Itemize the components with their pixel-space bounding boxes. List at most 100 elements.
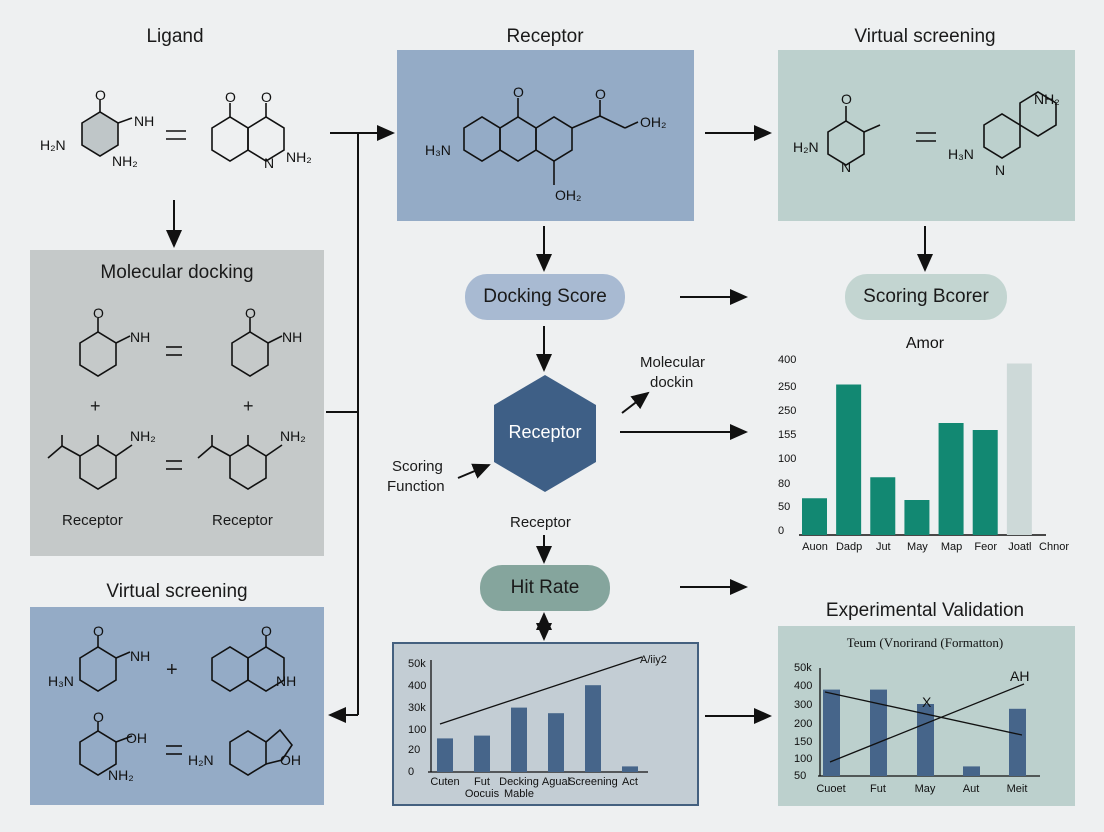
x-tick-label: Jut xyxy=(876,541,891,553)
receptor-right-label: Receptor xyxy=(212,512,273,529)
svg-text:N: N xyxy=(264,155,274,171)
x-tick-label: Aut xyxy=(963,783,980,795)
svg-text:O: O xyxy=(95,87,106,103)
receptor-panel xyxy=(397,50,694,221)
x-tick-label: Feor xyxy=(974,541,997,553)
svg-text:H₃N: H₃N xyxy=(948,146,974,162)
svg-text:NH₂: NH₂ xyxy=(280,428,306,444)
x-tick-label: Act xyxy=(622,776,638,788)
y-tick-label: 150 xyxy=(794,736,812,748)
svg-text:OH: OH xyxy=(280,752,301,768)
experimental-validation-title: Experimental Validation xyxy=(825,600,1025,621)
x-tick-label: Agual xyxy=(542,776,570,788)
svg-text:NH: NH xyxy=(130,648,150,664)
molecule-drawings xyxy=(47,91,1057,776)
y-tick-label: 300 xyxy=(794,699,812,711)
svg-text:NH: NH xyxy=(282,329,302,345)
bar xyxy=(870,689,887,776)
bar xyxy=(802,498,827,535)
x-tick-label: Oocuis xyxy=(465,788,500,800)
bar xyxy=(904,500,930,535)
svg-text:NH₂: NH₂ xyxy=(286,149,312,165)
y-tick-label: 100 xyxy=(794,753,812,765)
bar xyxy=(1006,363,1032,535)
line-ah xyxy=(829,683,1025,763)
scoring-label-1: Scoring xyxy=(392,458,443,475)
molecular-docking-panel xyxy=(30,250,324,556)
molecular-docking-title: Molecular docking xyxy=(100,262,254,283)
y-tick-label: 50k xyxy=(794,662,812,674)
svg-text:N: N xyxy=(995,162,1005,178)
x-tick-label: May xyxy=(907,541,928,553)
y-tick-label: 0 xyxy=(408,766,414,778)
bar xyxy=(585,685,601,772)
y-tick-label: 50k xyxy=(408,658,426,670)
ligand-title: Ligand xyxy=(146,26,204,47)
svg-text:NH: NH xyxy=(134,113,154,129)
docking-score-pill: Docking Score xyxy=(465,274,625,320)
bar xyxy=(511,707,527,772)
svg-text:OH: OH xyxy=(126,730,147,746)
y-tick-label: 400 xyxy=(778,354,796,366)
svg-text:N: N xyxy=(841,159,851,175)
y-tick-label: 80 xyxy=(778,478,790,490)
y-tick-label: 250 xyxy=(778,381,796,393)
svg-text:NH: NH xyxy=(276,673,296,689)
x-tick-label: Cuten xyxy=(430,776,459,788)
line-label-x: X xyxy=(922,694,932,710)
x-tick-label: Map xyxy=(941,541,962,553)
trend-line xyxy=(439,656,643,725)
chart-title: Teum (Vnorirand (Formatton) xyxy=(847,635,1004,650)
molecular-label-1: Molecular xyxy=(640,354,706,371)
svg-text:O: O xyxy=(93,623,104,639)
trend-label: A/iiy2 xyxy=(640,654,667,666)
svg-text:NH: NH xyxy=(130,329,150,345)
receptor-left-label: Receptor xyxy=(62,512,123,529)
x-tick-label: May xyxy=(915,783,936,795)
svg-text:H₂N: H₂N xyxy=(188,752,214,768)
receptor-below-label: Receptor xyxy=(510,514,571,531)
virtual-screening-panel-bottom xyxy=(30,607,324,805)
bar xyxy=(1009,708,1026,776)
svg-text:O: O xyxy=(225,89,236,105)
bar xyxy=(474,735,490,772)
x-tick-label: Dadp xyxy=(836,541,862,553)
svg-text:O: O xyxy=(93,305,104,321)
x-tick-label: Fut xyxy=(870,783,886,795)
x-tick-label: Fut xyxy=(474,776,490,788)
y-tick-label: 250 xyxy=(778,405,796,417)
y-tick-label: 20 xyxy=(408,744,420,756)
line-label-ah: AH xyxy=(1010,668,1029,684)
line-x xyxy=(824,691,1023,736)
plus-left: + xyxy=(90,396,101,416)
atom-labels: H₂N NH NH₂ O O O N NH₂ O H₃N O OH₂ OH₂ H… xyxy=(40,84,1060,783)
svg-text:H₃N: H₃N xyxy=(425,142,451,158)
y-tick-label: 400 xyxy=(408,680,426,692)
scoring-label-2: Function xyxy=(387,478,445,495)
bar xyxy=(938,423,964,535)
scoring-bcorer-pill: Scoring Bcorer xyxy=(845,274,1007,320)
receptor-hexagon xyxy=(494,375,596,492)
bar xyxy=(548,713,564,772)
chart-title: Amor xyxy=(906,335,945,352)
x-tick-label: Chnor xyxy=(1039,541,1069,553)
svg-text:H₃N: H₃N xyxy=(48,673,74,689)
docking-chart-panel xyxy=(392,642,699,806)
svg-text:O: O xyxy=(245,305,256,321)
svg-text:O: O xyxy=(595,86,606,102)
flow-arrows xyxy=(166,125,933,724)
molecular-label-2: dockin xyxy=(650,374,694,391)
svg-text:NH₂: NH₂ xyxy=(112,153,138,169)
svg-text:H₂N: H₂N xyxy=(40,137,66,153)
bar xyxy=(823,689,840,776)
svg-text:OH₂: OH₂ xyxy=(640,114,666,130)
virtual-screening-title-bottom: Virtual screening xyxy=(106,581,248,602)
y-tick-label: 400 xyxy=(794,680,812,692)
x-tick-label: Meit xyxy=(1007,783,1028,795)
y-tick-label: 200 xyxy=(794,718,812,730)
virtual-screening-title-top: Virtual screening xyxy=(854,26,996,47)
y-tick-label: 155 xyxy=(778,429,796,441)
svg-text:NH₂: NH₂ xyxy=(108,767,134,783)
